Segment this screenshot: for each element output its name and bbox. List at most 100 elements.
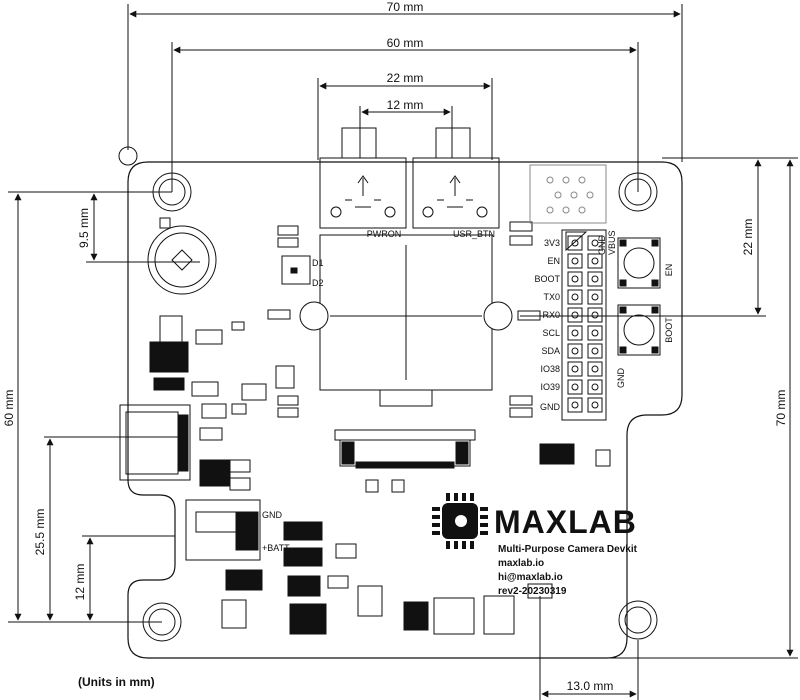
header-pin [567,325,583,341]
gnd-pad-label: GND [262,510,283,520]
header-pin-hole [571,347,579,355]
top-right-module [529,164,607,224]
header-label-3v3: 3V3 [544,238,560,248]
pwron-label: PWRON [367,229,402,239]
dimension-left-hole-offset [86,193,200,263]
dim-label-bottom-offset: 13.0 mm [567,679,614,693]
dim-label-left-bottom-offset: 12 mm [73,564,87,601]
bottom-components [221,443,575,635]
dim-label-right-header: 22 mm [741,219,755,256]
dimension-top-holes [171,42,639,192]
header-top-gnd-label: GND [597,235,607,256]
header-label-tx0: TX0 [543,292,560,302]
header-pin-hole [591,347,599,355]
fpc-connector [334,429,476,469]
en-button [617,237,661,289]
header-pin [567,361,583,377]
header-pin-hole [571,365,579,373]
header-pin [567,379,583,395]
brand-line2: maxlab.io [498,558,544,569]
header-pin-hole [591,383,599,391]
dimension-left-bottom-offset [82,535,175,621]
en-button-label: EN [664,264,674,277]
mounting-hole-bottom-right [618,600,658,640]
left-mid-components [199,427,251,491]
header-pin [587,325,603,341]
gnd-side-label: GND [616,368,626,389]
batt-pad-label: +BATT [262,543,290,553]
usr-button-footprint [412,127,500,229]
header-pin [587,361,603,377]
header-pin-hole [571,257,579,265]
header-pins [567,235,603,413]
header-pin-labels: 3V3 EN BOOT TX0 RX0 SCL SDA IO38 IO39 GN… [534,238,560,412]
header-pin [587,235,603,251]
header-label-io39: IO39 [540,382,560,392]
header-pin [587,289,603,305]
header-pin-hole [591,401,599,409]
board-outline [127,161,683,659]
brand-line4: rev2-20230319 [498,586,567,597]
dim-label-right-height: 70 mm [774,390,788,427]
brand-line3: hi@maxlab.io [498,572,563,583]
header-pin [567,307,583,323]
header-pin-hole [591,239,599,247]
header-label-io38: IO38 [540,364,560,374]
header-label-gnd: GND [540,402,561,412]
dim-label-left-hole-offset: 9.5 mm [77,208,91,248]
boot-button-label: BOOT [664,317,674,343]
header-pin-hole [571,293,579,301]
header-pin-hole [591,293,599,301]
header-pin-hole [591,365,599,373]
header-pin [567,289,583,305]
d1-d2-component [281,255,311,285]
header-pin-hole [571,329,579,337]
header-pin-hole [591,275,599,283]
battery-connector [185,499,261,561]
header-pin [587,271,603,287]
header-pin [567,343,583,359]
dim-label-left-height: 60 mm [2,390,16,427]
header-top-vbus-label: VBUS [607,230,617,255]
header-pin [587,253,603,269]
header-pin-hole [571,401,579,409]
usb-connector [119,404,191,481]
header-label-boot: BOOT [534,274,560,284]
dimension-top-buttons [317,78,493,160]
header-pin-hole [571,275,579,283]
dim-label-top-button-gap: 12 mm [387,98,424,112]
header-pin-hole [571,311,579,319]
dimension-left-usb-offset [44,436,185,621]
header-pin [587,343,603,359]
header-pin [567,397,583,413]
header-pin [587,397,603,413]
header-pin-hole [571,383,579,391]
header-pin-hole [591,329,599,337]
header-pin-hole [571,239,579,247]
header-pin [587,379,603,395]
round-connector [147,217,217,295]
camera-module-footprint [299,234,513,407]
header-pin [567,253,583,269]
header-label-rx0: RX0 [542,310,560,320]
pin-header [561,229,607,421]
dimension-left-height [8,191,172,623]
header-label-scl: SCL [542,328,560,338]
dimension-top-total [127,4,683,162]
header-pin [587,307,603,323]
usr-btn-label: USR_BTN [453,229,495,239]
header-label-sda: SDA [541,346,560,356]
units-note: (Units in mm) [78,675,155,689]
d2-label: D2 [312,278,324,288]
maxlab-logo-chip [432,493,488,549]
header-label-en: EN [547,256,560,266]
dim-label-left-usb-offset: 25.5 mm [33,509,47,556]
boot-button [617,304,661,356]
brand-line1: Multi-Purpose Camera Devkit [498,544,638,555]
header-pin-hole [591,257,599,265]
smd-pads [241,221,611,493]
left-components [149,315,247,419]
header-pin [567,235,583,251]
brand-name: MAXLAB [494,504,637,540]
